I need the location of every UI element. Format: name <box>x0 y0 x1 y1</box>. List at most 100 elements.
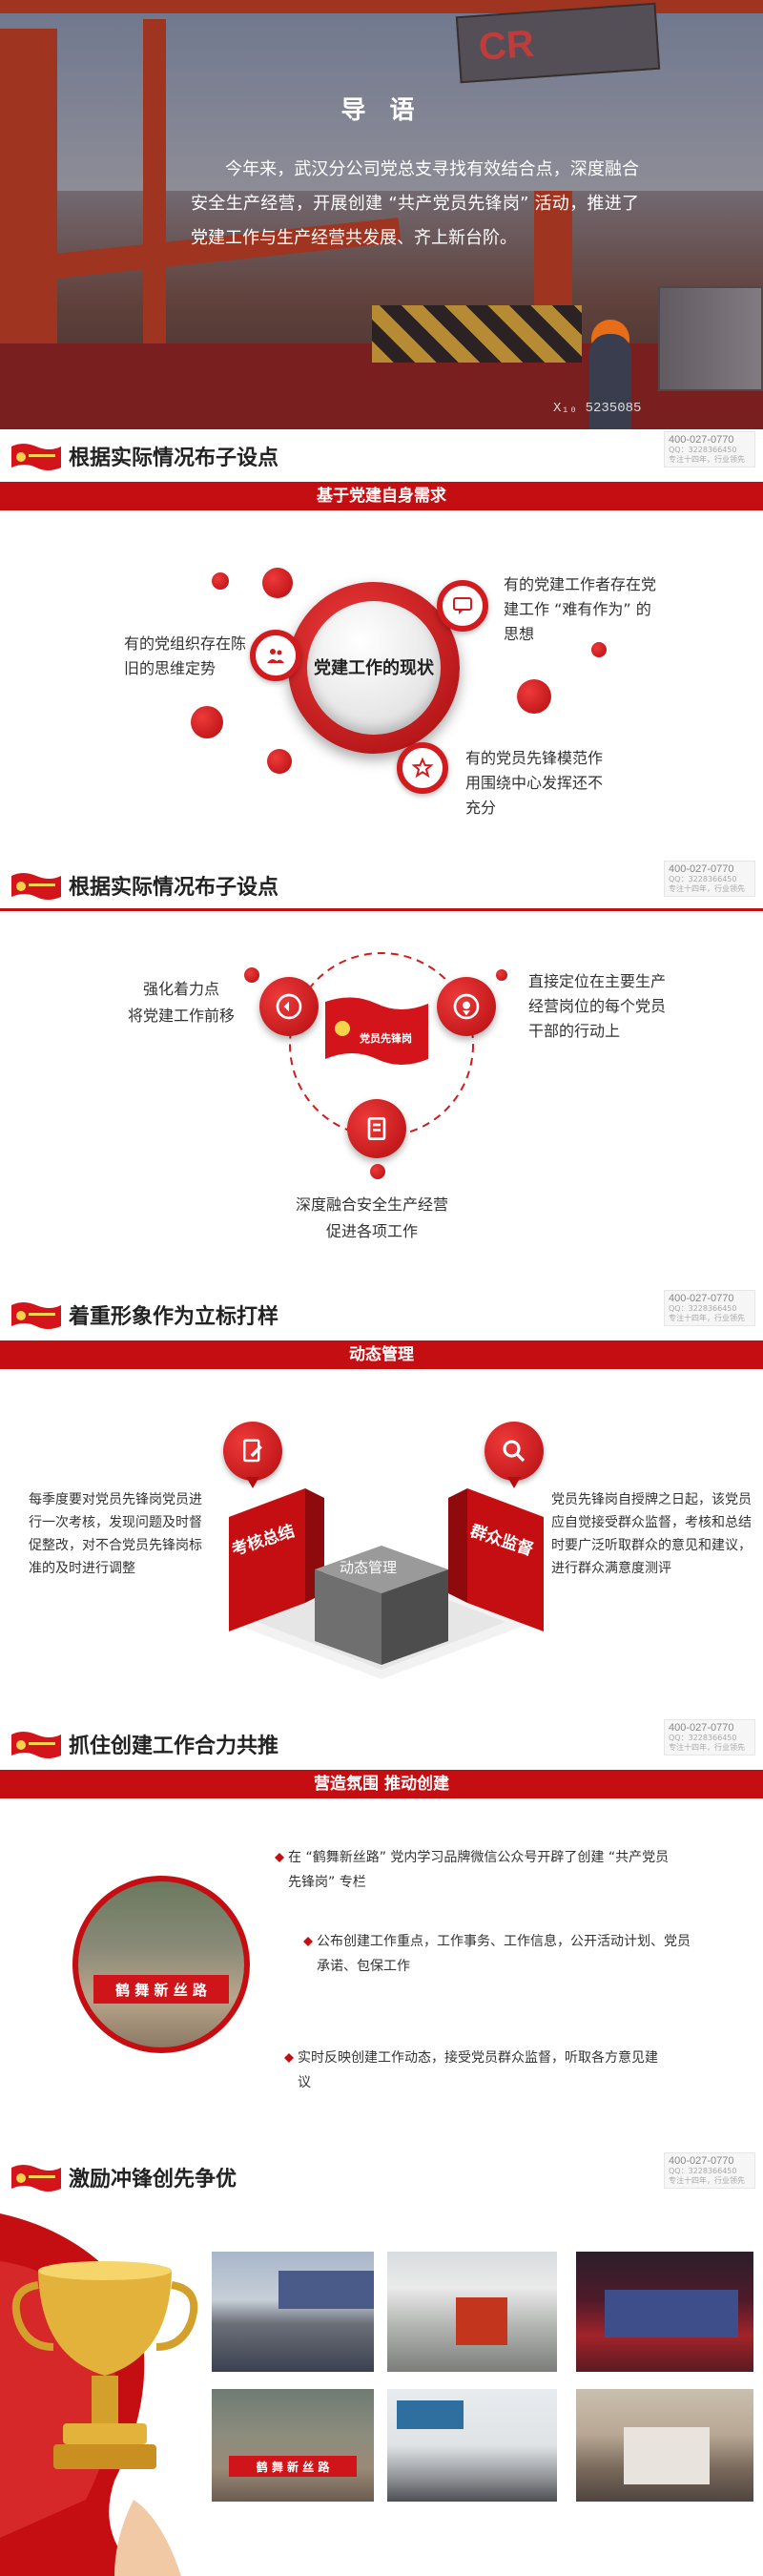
contact-slogan: 专注十四年，行业领先 <box>669 2176 745 2185</box>
contact-slogan: 专注十四年，行业领先 <box>669 1743 745 1752</box>
target-icon <box>276 993 302 1020</box>
photo-3 <box>576 2252 753 2372</box>
hazard-stripes <box>372 305 582 363</box>
edit-doc-icon <box>243 1439 262 1463</box>
contact-qq: QQ：3228366450 <box>669 1734 737 1742</box>
section4-header: 抓住创建工作合力共推 400-027-0770 QQ：3228366450 专注… <box>0 1719 763 1763</box>
contact-slogan: 专注十四年，行业领先 <box>669 1314 745 1322</box>
dot <box>212 572 229 590</box>
right-bottom-text: 有的党员先锋模范作用围绕中心发挥还不充分 <box>465 749 604 817</box>
section4-bar: 营造氛围 推动创建 <box>0 1770 763 1798</box>
contact-slogan: 专注十四年，行业领先 <box>669 884 745 893</box>
party-flag-icon <box>11 2165 61 2192</box>
left-text: 每季度要对党员先锋岗党员进行一次考核，发现问题及时督促整改，对不合党员先锋岗标准… <box>29 1492 202 1576</box>
photo-banner <box>93 1975 229 2004</box>
group-photo: 鹤 舞 新 丝 路 <box>78 1881 244 2047</box>
contact-badge: 400-027-0770 QQ：3228366450 专注十四年，行业领先 <box>664 861 755 897</box>
contact-tel: 400-027-0770 <box>669 863 734 875</box>
section2-title: 根据实际情况布子设点 <box>69 876 279 900</box>
contact-qq: QQ：3228366450 <box>669 875 737 883</box>
dot <box>517 679 551 714</box>
contact-qq: QQ：3228366450 <box>669 2167 737 2175</box>
pin-right <box>485 1422 544 1481</box>
container-plate: X₁₀ 5235085 <box>553 401 642 416</box>
container-right <box>658 286 763 391</box>
bottom-text-2: 促进各项工作 <box>325 1222 418 1240</box>
contact-badge: 400-027-0770 QQ：3228366450 专注十四年，行业领先 <box>664 1719 755 1755</box>
section3-bar: 动态管理 <box>0 1340 763 1369</box>
dot <box>244 967 259 983</box>
contact-tel: 400-027-0770 <box>669 2155 734 2167</box>
photo-2 <box>387 2252 557 2372</box>
photo-banner-text: 鹤 舞 新 丝 路 <box>115 1982 207 1999</box>
hero-banner: CR X₁₀ 5235085 导 语 今年来，武汉分公司党总支寻找有效结合点，深… <box>0 0 763 429</box>
people-icon <box>250 630 301 681</box>
photo-screen <box>397 2400 464 2429</box>
photo-banner-text: 鹤 舞 新 丝 路 <box>256 2461 330 2474</box>
item3-text: 实时反映创建工作动态，接受党员群众监督，听取各方意见建议 <box>298 2050 658 2090</box>
pin-tail <box>507 1477 521 1488</box>
diamond-icon <box>303 1937 313 1946</box>
section1-bar: 基于党建自身需求 <box>0 482 763 510</box>
left-text: 有的党组织存在陈旧的思维定势 <box>124 634 247 677</box>
isometric-diagram <box>229 1488 544 1679</box>
party-flag-icon <box>11 1732 61 1758</box>
worker <box>589 334 631 429</box>
left-text-1: 强化着力点 <box>142 980 219 998</box>
search-icon <box>503 1440 526 1463</box>
item2-text: 公布创建工作重点，工作事务、工作信息，公开活动计划、党员承诺、包保工作 <box>317 1934 691 1974</box>
party-flag-icon <box>11 444 61 470</box>
bottom-text-1: 深度融合安全生产经营 <box>295 1195 448 1214</box>
contact-qq: QQ：3228366450 <box>669 1304 737 1313</box>
dot <box>496 969 507 981</box>
dot <box>370 1164 385 1179</box>
section4-title: 抓住创建工作合力共推 <box>69 1735 279 1758</box>
item1-text: 在 “鹤舞新丝路” 党内学习品牌微信公众号开辟了创建 “共产党员先锋岗” 专栏 <box>288 1850 670 1890</box>
section3-header: 着重形象作为立标打样 400-027-0770 QQ：3228366450 专注… <box>0 1290 763 1334</box>
contact-tel: 400-027-0770 <box>669 1722 734 1734</box>
chat-icon <box>437 580 488 632</box>
left-text-2: 将党建工作前移 <box>127 1007 235 1025</box>
diamond-icon <box>275 1853 284 1862</box>
pin-left <box>223 1422 282 1481</box>
party-flag-icon <box>11 873 61 900</box>
hero-title: 导 语 <box>340 96 423 125</box>
contact-badge: 400-027-0770 QQ：3228366450 专注十四年，行业领先 <box>664 2152 755 2189</box>
photo-banner <box>229 2456 357 2477</box>
photo-1 <box>212 2252 374 2372</box>
dashed-circle <box>289 952 474 1137</box>
dot <box>191 706 223 738</box>
right-text: 直接定位在主要生产经营岗位的每个党员干部的行动上 <box>528 972 667 1040</box>
section1-title: 根据实际情况布子设点 <box>69 447 279 470</box>
contact-badge: 400-027-0770 QQ：3228366450 专注十四年，行业领先 <box>664 431 755 467</box>
document-icon <box>367 1117 386 1140</box>
contact-qq: QQ：3228366450 <box>669 446 737 454</box>
party-flag-icon <box>11 1302 61 1329</box>
photo-train <box>605 2290 738 2337</box>
contact-badge: 400-027-0770 QQ：3228366450 专注十四年，行业领先 <box>664 1290 755 1326</box>
hero-overlay <box>0 0 763 429</box>
section2-header: 根据实际情况布子设点 400-027-0770 QQ：3228366450 专注… <box>0 861 763 904</box>
section1-header: 根据实际情况布子设点 400-027-0770 QQ：3228366450 专注… <box>0 431 763 475</box>
contact-tel: 400-027-0770 <box>669 1293 734 1304</box>
right-text: 党员先锋岗自授牌之日起，该党员应自觉接受群众监督，考核和总结时要广泛听取群众的意… <box>551 1492 752 1576</box>
location-icon <box>453 993 480 1020</box>
center-label: 党建工作的现状 <box>314 658 434 678</box>
photo-truck <box>456 2297 507 2345</box>
photo-6 <box>576 2389 753 2502</box>
diamond-icon <box>284 2053 294 2063</box>
section2-line <box>0 908 763 911</box>
photo-5 <box>387 2389 557 2502</box>
star-icon <box>397 742 448 794</box>
center-disc <box>307 601 441 735</box>
photo-container <box>278 2271 374 2309</box>
dot <box>591 642 607 657</box>
right-top-text: 有的党建工作者存在党建工作 “难有作为” 的思想 <box>504 575 657 643</box>
party-flag-large <box>325 997 428 1065</box>
pin-tail <box>246 1477 259 1488</box>
section5-header: 激励冲锋创先争优 400-027-0770 QQ：3228366450 专注十四… <box>0 2152 763 2196</box>
dot <box>267 749 292 774</box>
hero-intro-text: 今年来，武汉分公司党总支寻找有效结合点，深度融合安全生产经营，开展创建 “共产党… <box>191 159 639 248</box>
cube-label: 动态管理 <box>340 1559 398 1576</box>
